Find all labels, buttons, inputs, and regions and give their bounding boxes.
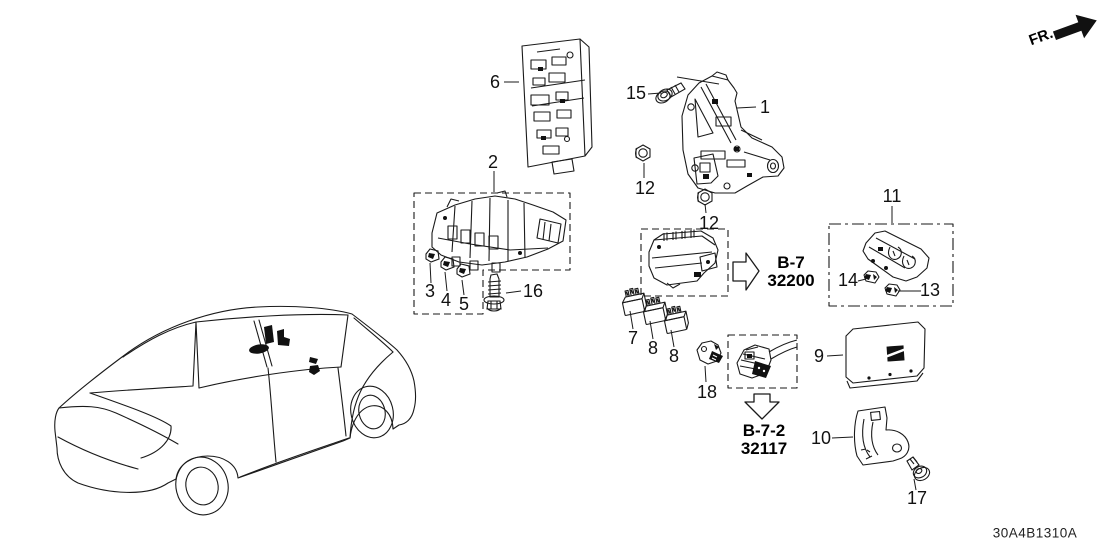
part-callout-14[interactable]: 14	[837, 270, 859, 290]
hollow-down-arrow-icon	[744, 393, 780, 420]
bolt-17-drawing	[906, 456, 931, 482]
part-2-drawing	[413, 190, 571, 315]
cross-ref-b7-label: B-7	[777, 253, 805, 272]
connector-dashed-boundary	[727, 334, 798, 389]
part-10-drawing	[853, 406, 910, 466]
part-callout-10[interactable]: 10	[810, 428, 832, 448]
part-callout-2[interactable]: 2	[487, 152, 499, 172]
bolt-15-drawing	[655, 82, 686, 104]
cross-ref-b72-label: B-7-2	[742, 421, 786, 440]
part-callout-1[interactable]: 1	[759, 97, 771, 117]
cross-ref-arrows	[732, 252, 780, 420]
part-callout-12b[interactable]: 12	[698, 213, 720, 233]
part-11-chain-boundary	[828, 223, 954, 307]
part-callout-8a[interactable]: 8	[647, 338, 659, 358]
part-callout-15[interactable]: 15	[625, 83, 647, 103]
cross-ref-b72-part-no: 32117	[740, 439, 788, 458]
part-callout-18[interactable]: 18	[696, 382, 718, 402]
part-9-drawing	[845, 321, 926, 389]
part-18-drawing	[696, 340, 723, 365]
part-callout-11[interactable]: 11	[882, 186, 902, 206]
diagram-code: 30A4B1310A	[992, 525, 1078, 541]
unit-location-marks	[249, 325, 320, 375]
part-callout-17[interactable]: 17	[906, 488, 928, 508]
bolt-16-drawing	[483, 273, 505, 312]
part-1-drawing	[676, 71, 785, 194]
cross-ref-b72[interactable]: B-7-2 32117	[741, 422, 787, 458]
part-callout-12a[interactable]: 12	[634, 178, 656, 198]
hollow-right-arrow-icon	[732, 252, 760, 291]
part-2-dashed-boundary	[413, 192, 571, 315]
connector-drawing	[727, 334, 798, 389]
part-callout-13[interactable]: 13	[919, 280, 941, 300]
leader-lines	[429, 81, 921, 491]
relays-7-8-8-drawing	[621, 287, 689, 334]
part-callout-6[interactable]: 6	[489, 72, 501, 92]
vehicle-drawing	[54, 305, 417, 516]
part-callout-9[interactable]: 9	[813, 346, 825, 366]
relay-unit-drawing	[640, 228, 729, 297]
part-callout-7[interactable]: 7	[627, 328, 639, 348]
part-callout-16[interactable]: 16	[522, 281, 544, 301]
clips-3-4-5-drawing	[425, 248, 471, 278]
part-callout-5[interactable]: 5	[458, 294, 470, 314]
solid-right-arrow-icon	[1052, 14, 1097, 40]
part-6-drawing	[521, 38, 593, 175]
cross-ref-b7[interactable]: B-7 32200	[767, 254, 814, 290]
part-callout-4[interactable]: 4	[440, 290, 452, 310]
part-11-drawing	[828, 223, 954, 307]
part-callout-3[interactable]: 3	[424, 281, 436, 301]
cross-ref-b7-part-no: 32200	[767, 271, 815, 290]
part-callout-8b[interactable]: 8	[668, 346, 680, 366]
